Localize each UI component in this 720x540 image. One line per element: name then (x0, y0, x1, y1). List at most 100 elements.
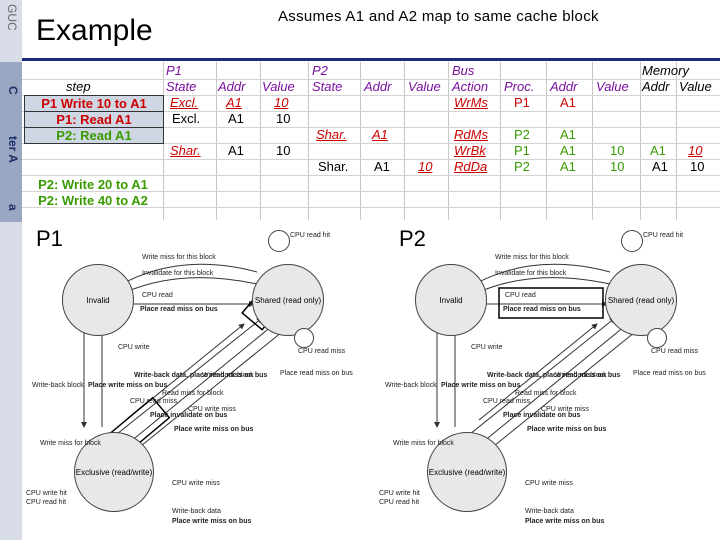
transition-label: Read miss for block (515, 390, 577, 397)
transition-label: CPU write miss (188, 406, 236, 413)
transition-label: Write-back block (202, 372, 254, 379)
cell-bus-addr: A1 (560, 95, 576, 110)
title-rule (22, 58, 720, 61)
transition-label: CPU read (505, 292, 536, 299)
transition-label: CPU write (471, 344, 503, 351)
cell-bus-value: 10 (610, 159, 625, 174)
header-memory: Memory (642, 63, 689, 78)
step-label: P1: Read A1 (24, 111, 164, 128)
diagram-label: P1 (36, 226, 63, 251)
state-exclusive: Exclusive (read/write) (74, 432, 154, 512)
transition-label: CPU write hit (379, 490, 420, 497)
fsm-arrows (434, 263, 636, 451)
fsm-diagram-p2: P2 Invalid Shared (read only) Exclusive … (375, 222, 720, 540)
sidebar-text: C (6, 86, 20, 95)
cell-p1-value: 10 (276, 143, 291, 158)
state-shared: Shared (read only) (605, 264, 677, 336)
cell-bus-addr: A1 (560, 143, 576, 158)
transition-label: Place read miss on bus (633, 370, 706, 377)
transition-label: Write-back data, place read miss on bus (134, 372, 268, 379)
cell-mem-addr: A1 (650, 143, 666, 158)
col-step: step (66, 79, 91, 94)
col-mem-value: Value (679, 79, 712, 94)
transition-label: CPU write miss (541, 406, 589, 413)
transition-label: Write miss for block (393, 440, 454, 447)
transition-label: Place write miss on bus (527, 426, 607, 433)
transition-label: Place read miss on bus (280, 370, 353, 377)
header-p1: P1 (166, 63, 182, 78)
cell-bus-proc: P2 (514, 159, 530, 174)
cell-p1-addr: A1 (226, 95, 242, 110)
transition-label: Place write miss on bus (525, 518, 605, 525)
step-label: P2: Write 40 to A2 (38, 193, 148, 208)
cell-p1-state: Shar. (170, 143, 201, 158)
cell-mem-value: 10 (690, 159, 705, 174)
cell-bus-value: 10 (610, 143, 625, 158)
transition-label: Place write miss on bus (172, 518, 252, 525)
transition-label: CPU write miss (172, 480, 220, 487)
transition-label: Write miss for this block (495, 254, 569, 261)
cell-p1-addr: A1 (228, 143, 244, 158)
cell-bus-action: RdDa (454, 159, 488, 174)
state-invalid: Invalid (415, 264, 487, 336)
cell-bus-addr: A1 (560, 127, 576, 142)
cell-bus-proc: P1 (514, 95, 530, 110)
transition-label: Invalidate for this block (495, 270, 567, 277)
cell-p2-state: Shar. (316, 127, 347, 142)
transition-label: Invalidate for this block (142, 270, 214, 277)
step-label: P2: Write 20 to A1 (38, 177, 148, 192)
col-p1-state: State (166, 79, 197, 94)
cell-p1-state: Excl. (172, 111, 201, 126)
col-bus-addr: Addr (550, 79, 578, 94)
cell-bus-action: WrBk (454, 143, 486, 158)
slide-note: Assumes A1 and A2 map to same cache bloc… (278, 8, 599, 25)
transition-label: Write-back block (385, 382, 437, 389)
cell-bus-proc: P1 (514, 143, 530, 158)
col-p1-addr: Addr (218, 79, 246, 94)
transition-label: CPU read hit (643, 232, 684, 239)
transition-label: Write-back data, place read miss on bus (487, 372, 621, 379)
cell-p1-value: 10 (274, 95, 289, 110)
transition-label: Place invalidate on bus (150, 412, 228, 419)
transition-label: Write miss for block (40, 440, 101, 447)
transition-label: Write-back data (172, 508, 221, 515)
transition-label: Place invalidate on bus (503, 412, 581, 419)
coherence-table: P1 P2 Bus Memory step State Addr Value S… (22, 62, 720, 220)
cell-p2-addr: A1 (372, 127, 388, 142)
fsm-diagram-p1: P1 Invalid Shared (read only) Exclusive … (22, 222, 367, 540)
transition-label: CPU read miss (483, 398, 531, 405)
transition-label: Write-back block (32, 382, 84, 389)
cell-p1-addr: A1 (228, 111, 244, 126)
cell-bus-action: WrMs (454, 95, 488, 110)
transition-label: Write miss for this block (142, 254, 216, 261)
transition-label: CPU read (142, 292, 173, 299)
state-invalid: Invalid (62, 264, 134, 336)
cell-bus-addr: A1 (560, 159, 576, 174)
cell-p1-value: 10 (276, 111, 291, 126)
transition-label: Place write miss on bus (174, 426, 254, 433)
col-p2-addr: Addr (364, 79, 392, 94)
cell-p2-value: 10 (418, 159, 433, 174)
transition-label: Place write miss on bus (88, 382, 168, 389)
loop-icon (294, 328, 314, 348)
col-p2-state: State (312, 79, 343, 94)
guc-logo: GUC (5, 4, 19, 31)
col-p2-value: Value (408, 79, 441, 94)
transition-label: CPU read miss (130, 398, 178, 405)
transition-label: Read miss for block (162, 390, 224, 397)
sidebar: GUC C ter A a (0, 0, 22, 540)
transition-label: CPU write (118, 344, 150, 351)
sidebar-text: a (6, 204, 20, 211)
header-bus: Bus (452, 63, 475, 78)
state-exclusive: Exclusive (read/write) (427, 432, 507, 512)
col-bus-value: Value (596, 79, 629, 94)
state-shared: Shared (read only) (252, 264, 324, 336)
cell-p1-state: Excl. (170, 95, 199, 110)
sidebar-strip (0, 62, 22, 222)
step-label: P2: Read A1 (24, 127, 164, 144)
loop-icon (621, 230, 643, 252)
transition-label: Write-back block (555, 372, 607, 379)
transition-label: Place read miss on bus (140, 306, 218, 313)
cell-p2-state: Shar. (318, 159, 349, 174)
loop-icon (268, 230, 290, 252)
